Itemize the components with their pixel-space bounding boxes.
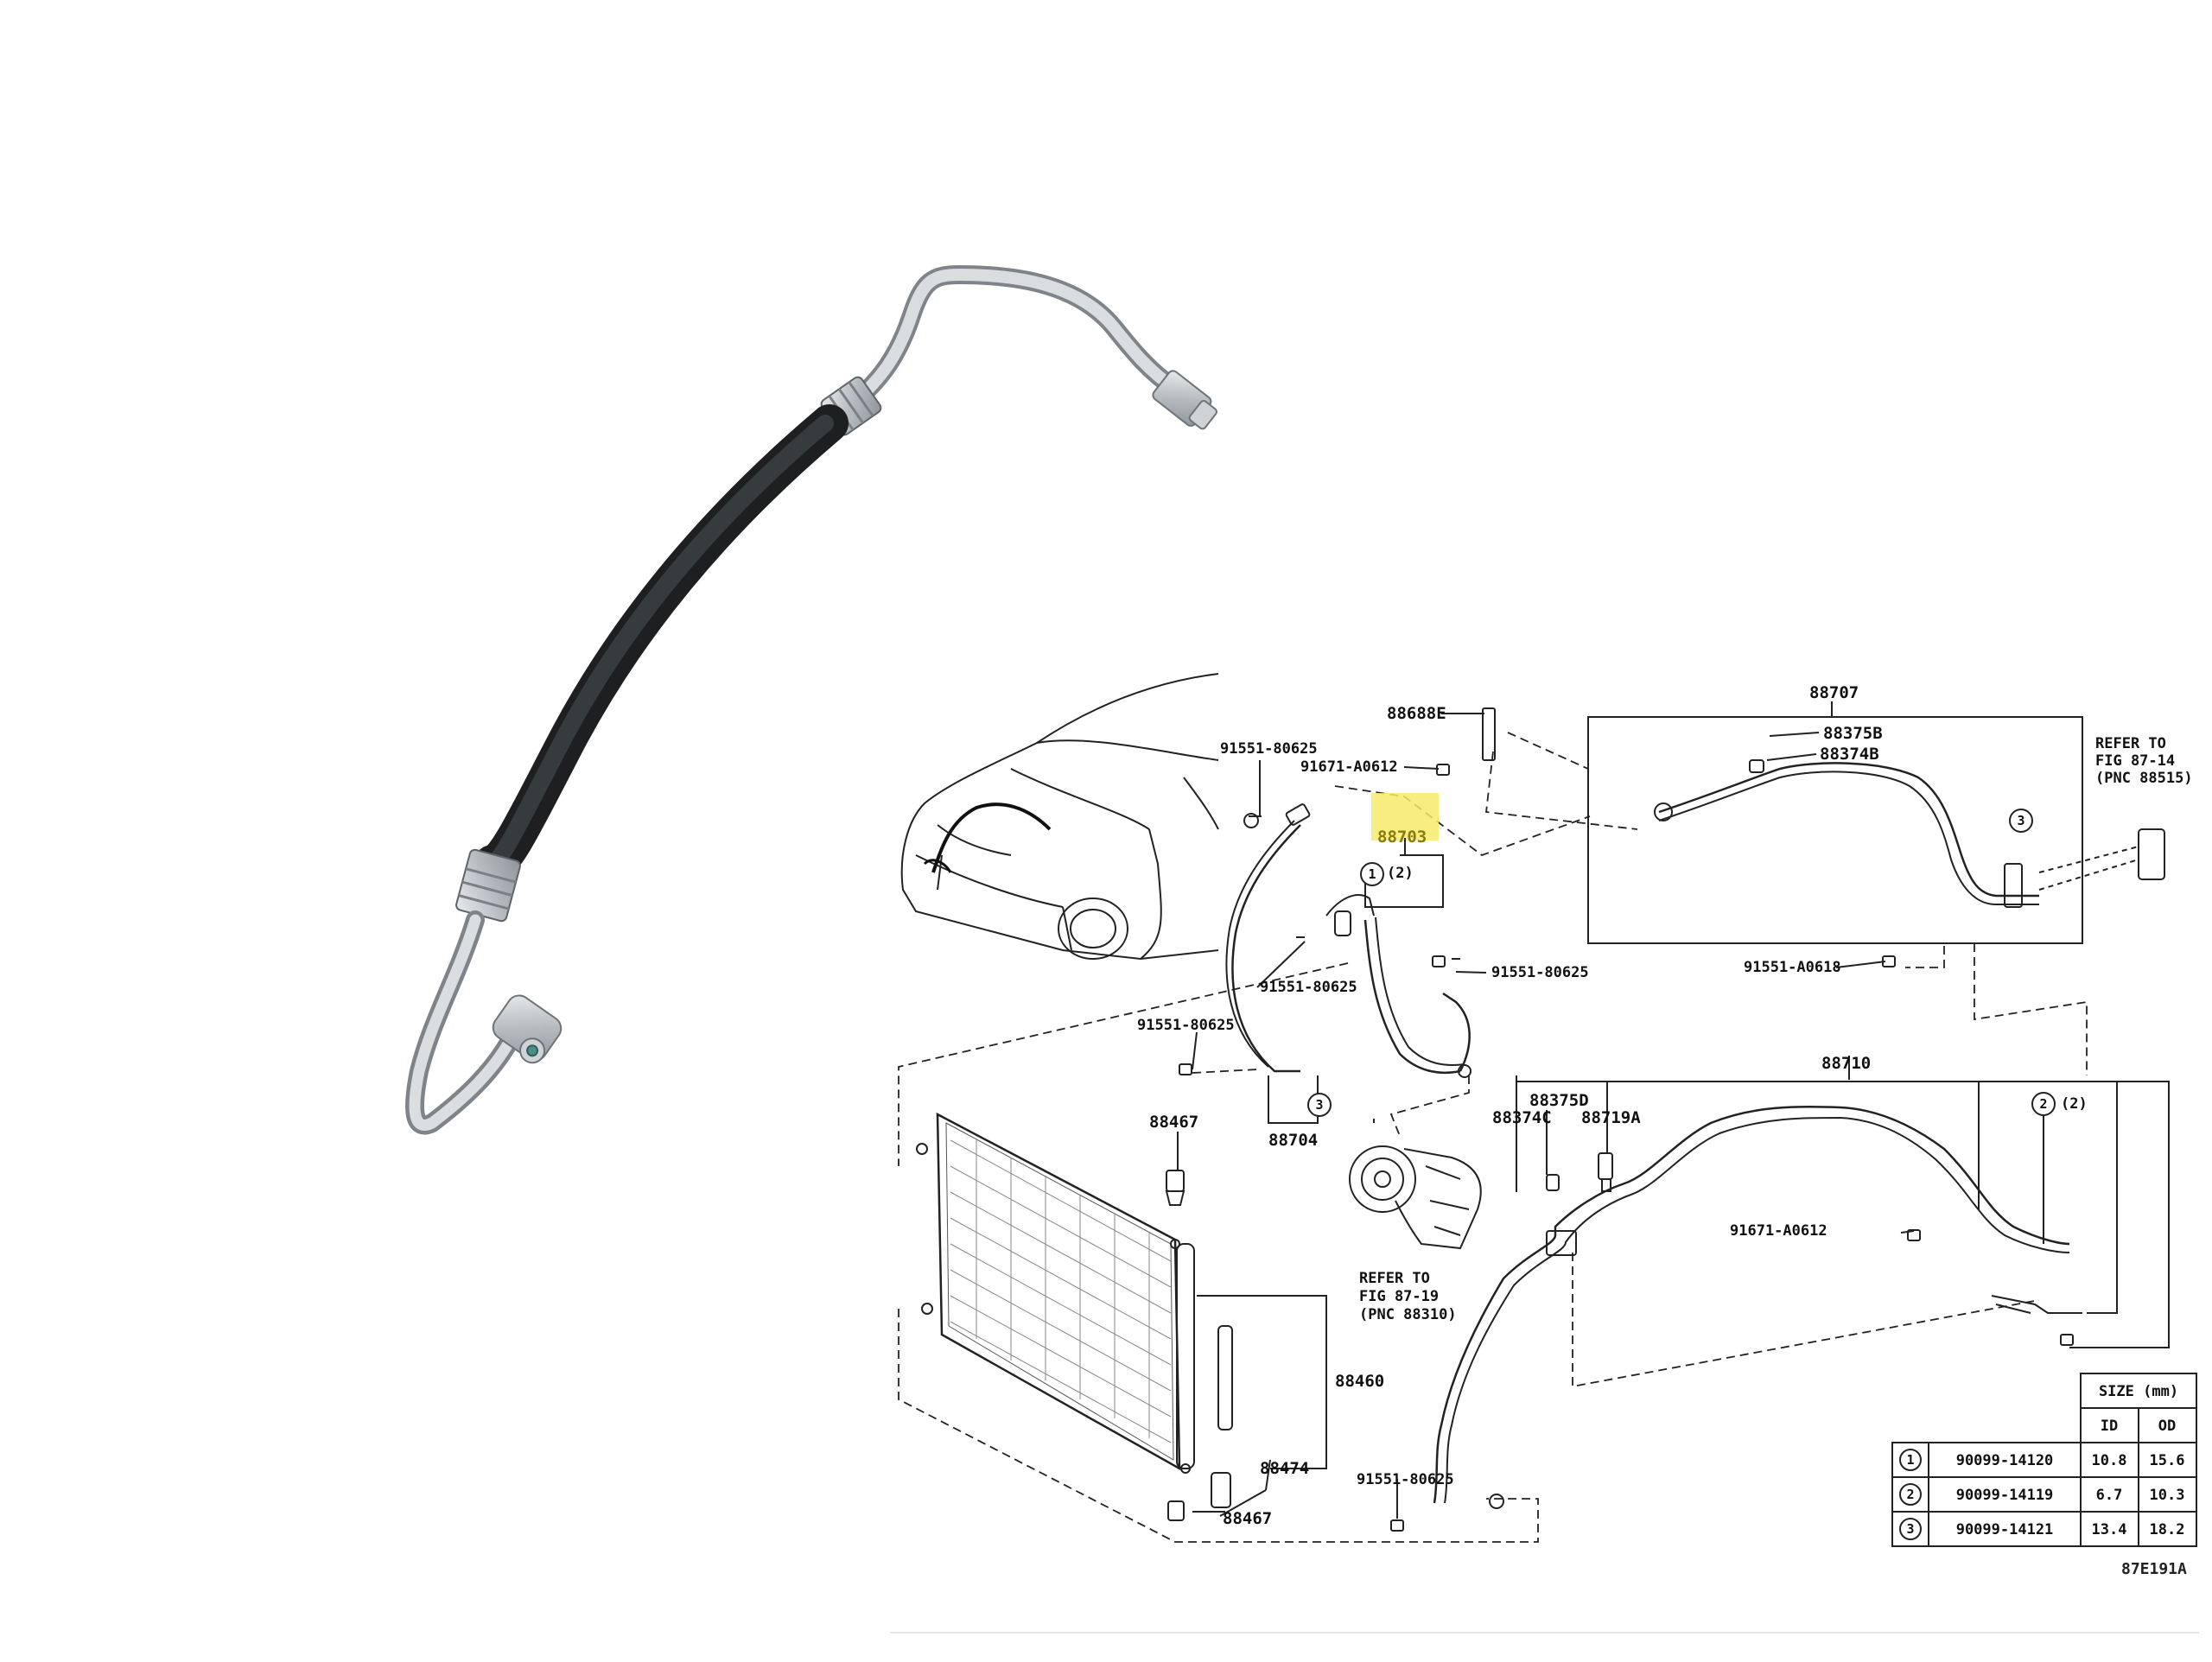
callout-91551-a0618: 91551-A0618 [1744,959,1841,976]
callout-88375b: 88375B [1823,724,1883,743]
marker-3b-label: 3 [1315,1097,1323,1113]
callout-88375d: 88375D [1529,1091,1589,1110]
ac-piping-diagram [898,673,2165,1543]
row-3-id: 13.4 [2092,1521,2127,1538]
callout-88704: 88704 [1268,1131,1318,1150]
row-1-od: 15.6 [2150,1452,2185,1469]
refer-compressor-line-1: REFER TO [1359,1270,1430,1287]
row-3-od: 18.2 [2150,1521,2185,1538]
size-table-col-od: OD [2158,1418,2176,1435]
callout-88460: 88460 [1335,1372,1384,1391]
callout-88719a: 88719A [1581,1108,1641,1127]
size-table-row: 2 90099-14119 6.7 10.3 [1906,1487,2184,1504]
callout-88474: 88474 [1260,1459,1309,1478]
row-2-mark: 2 [1906,1487,1914,1502]
size-table-row: 3 90099-14121 13.4 18.2 [1906,1521,2184,1538]
callout-88707: 88707 [1809,683,1859,702]
row-1-mark: 1 [1906,1452,1914,1468]
callout-2-qty: (2) [2061,1095,2088,1113]
callout-88374c: 88374C [1492,1108,1552,1127]
callout-91671-a0612-top: 91671-A0612 [1300,758,1398,776]
callout-88710: 88710 [1821,1054,1871,1073]
size-table-row: 1 90099-14120 10.8 15.6 [1906,1452,2184,1469]
callout-91551-80625-top: 91551-80625 [1220,740,1318,758]
marker-1-label: 1 [1368,866,1376,882]
refer-note-compressor: REFER TO FIG 87-19 (PNC 88310) [1359,1270,1457,1323]
callout-91551-80625-bottom: 91551-80625 [1357,1471,1454,1488]
callout-91671-a0612-bottom: 91671-A0612 [1730,1222,1827,1240]
refer-compressor-line-2: FIG 87-19 [1359,1288,1439,1305]
row-3-part: 90099-14121 [1956,1521,2054,1538]
row-1-id: 10.8 [2092,1452,2127,1469]
callout-88467-top: 88467 [1149,1113,1198,1132]
size-table-header: SIZE (mm) [2099,1383,2178,1400]
refer-right-line-2: FIG 87-14 [2095,752,2175,770]
row-1-part: 90099-14120 [1956,1452,2054,1469]
vehicle-outline-icon [900,673,1219,961]
marker-2-label: 2 [2039,1096,2047,1112]
row-2-part: 90099-14119 [1956,1487,2054,1504]
refer-compressor-line-3: (PNC 88310) [1359,1306,1457,1323]
callout-88703: 88703 [1377,828,1427,847]
callout-91551-80625-left: 91551-80625 [1137,1017,1235,1034]
figure-id: 87E191A [2121,1560,2187,1578]
refer-right-line-1: REFER TO [2095,735,2166,752]
callout-88703-qty: (2) [1387,865,1414,882]
callout-leaders [1177,701,2170,1519]
callout-88688e: 88688E [1387,704,1446,723]
row-3-mark: 3 [1906,1521,1914,1537]
highlight-88703 [1371,793,1439,841]
size-markers [1307,809,2056,1117]
size-table-col-id: ID [2101,1418,2118,1435]
callout-88374b: 88374B [1820,745,1879,764]
compressor-icon [1349,1145,1482,1250]
callout-88467-bottom: 88467 [1223,1509,1272,1528]
marker-3a [2009,809,2033,833]
callout-91551-80625-mid: 91551-80625 [1260,979,1357,996]
refer-note-right: REFER TO FIG 87-14 (PNC 88515) [2095,735,2193,787]
callout-91551-80625-right: 91551-80625 [1491,964,1589,981]
marker-3a-label: 3 [2017,813,2024,828]
condenser-icon [916,1112,1195,1474]
row-2-id: 6.7 [2096,1487,2123,1504]
marker-3b [1307,1093,1332,1117]
marker-1 [1360,862,1384,886]
ac-discharge-hose-icon [405,264,1217,1135]
marker-2 [2031,1092,2056,1116]
size-table [1891,1373,2197,1547]
refer-right-line-3: (PNC 88515) [2095,770,2193,787]
row-2-od: 10.3 [2150,1487,2185,1504]
callout-labels: 88707 88688E 88375B 88374B 91551-80625 9… [1137,683,2088,1528]
